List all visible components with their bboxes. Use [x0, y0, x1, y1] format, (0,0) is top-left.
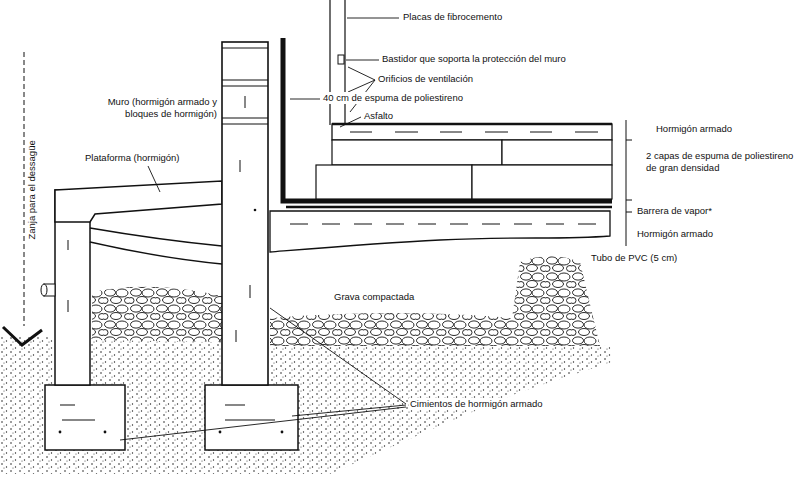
- leader-line: [148, 166, 160, 192]
- part-label: Grava compactada: [333, 291, 415, 303]
- footing: [205, 385, 298, 450]
- wall-board: [330, 0, 345, 125]
- part-label: Asfalto: [363, 110, 394, 122]
- part-label: Tubo de PVC (5 cm): [590, 252, 678, 264]
- foam-board: [316, 165, 472, 199]
- rebar-mark: [350, 132, 598, 133]
- rebar-dot: [254, 209, 257, 212]
- rebar-mark: [68, 240, 69, 312]
- ditch-line: [24, 52, 25, 326]
- leader-line: [346, 60, 379, 61]
- rebar-mark: [60, 405, 275, 420]
- leader-line: [120, 308, 406, 440]
- footing: [45, 385, 125, 450]
- leader-line: [348, 67, 375, 112]
- part-label: Zanja para el dessagüe: [26, 139, 38, 240]
- leader-line: [290, 99, 320, 100]
- wall: [222, 42, 268, 385]
- concrete-slab: [332, 124, 612, 140]
- part-label: Muro (hormigón armado y bloques de hormi…: [100, 96, 218, 120]
- rebar-dot: [281, 431, 284, 434]
- platform-slab: [55, 181, 222, 222]
- vapor-barrier: [286, 206, 612, 209]
- leader-line: [340, 117, 361, 127]
- leader-lines: [120, 18, 406, 440]
- part-label: Hormigón armado: [655, 123, 733, 135]
- drain-ditch: [3, 327, 42, 345]
- rebar-dot: [104, 431, 107, 434]
- asphalt-layer: [283, 38, 612, 201]
- frame-bracket: [338, 55, 344, 64]
- foam-board: [332, 140, 502, 165]
- gravel-fill: [270, 256, 600, 346]
- foam-board: [472, 165, 612, 199]
- rebar-dot: [219, 431, 222, 434]
- part-label: Placas de fibrocemento: [402, 11, 503, 23]
- pvc-pipe: [41, 284, 47, 296]
- part-label: Orificios de ventilación: [377, 73, 474, 85]
- part-label: Cimientos de hormigón armado: [409, 398, 544, 410]
- rebar-dot: [59, 431, 62, 434]
- rebar-mark: [290, 224, 600, 225]
- bracket: [626, 120, 632, 246]
- part-label: Plataforma (hormigón): [84, 152, 181, 164]
- part-label: 2 capas de espuma de poliestireno de gra…: [645, 150, 795, 174]
- asphalt-layer: [332, 123, 612, 126]
- lower-slab: [90, 228, 222, 264]
- part-label: Bastidor que soporta la protección del m…: [381, 53, 567, 65]
- ground-fill: [0, 336, 612, 474]
- part-label: 40 cm de espuma de poliestireno: [322, 92, 464, 104]
- part-label: Barrera de vapor*: [636, 205, 713, 217]
- concrete-slab: [270, 211, 610, 252]
- gravel-fill: [92, 287, 222, 342]
- leader-line: [347, 18, 399, 19]
- rebar-mark: [236, 96, 250, 342]
- block-joint: [222, 48, 268, 124]
- part-label: Hormigón armado: [636, 228, 714, 240]
- foam-board: [502, 140, 612, 165]
